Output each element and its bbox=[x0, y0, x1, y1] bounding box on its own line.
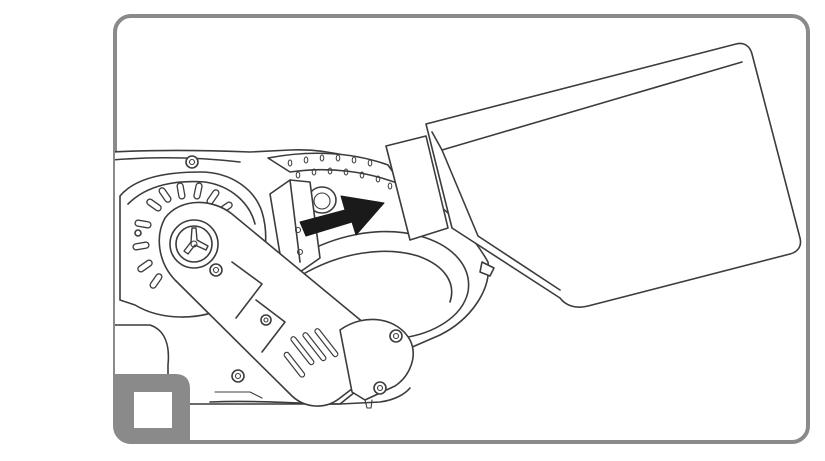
screw-icon bbox=[209, 263, 245, 383]
perforated-band bbox=[267, 152, 403, 214]
insert-arrow-icon bbox=[299, 195, 385, 237]
attachment-panel-icon bbox=[385, 42, 802, 308]
step-badge bbox=[115, 374, 190, 442]
hub-knob-icon bbox=[169, 219, 219, 269]
